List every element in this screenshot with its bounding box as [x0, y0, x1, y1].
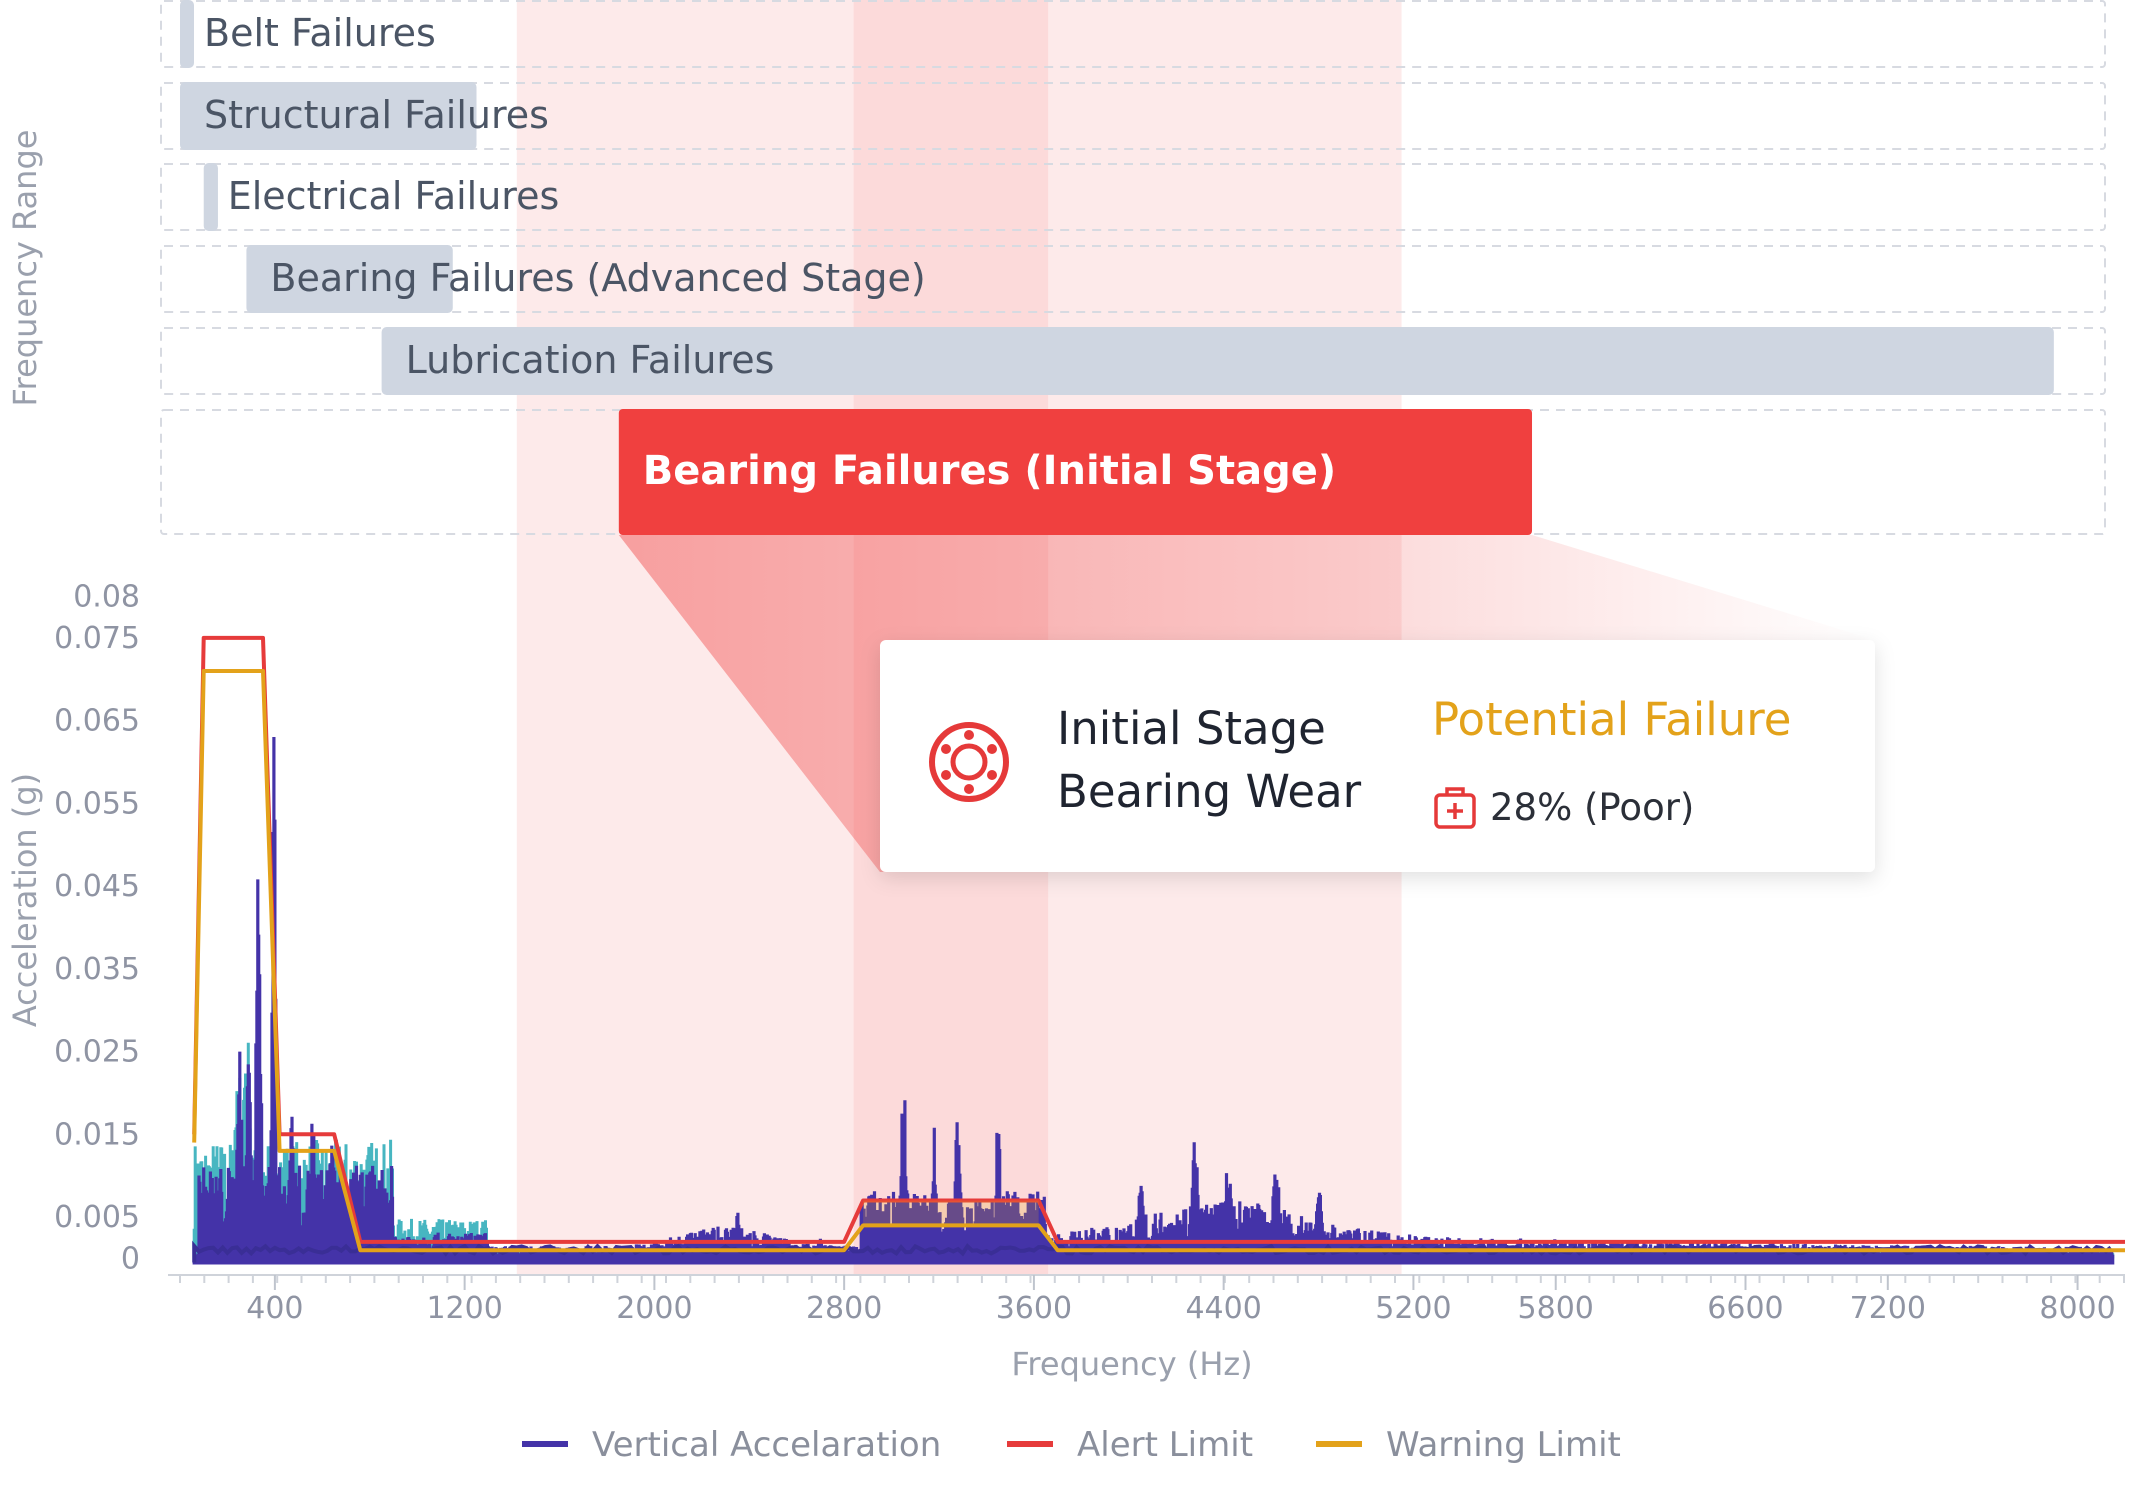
- x-tick-label: 2800: [806, 1291, 882, 1326]
- y-tick-label: 0.065: [54, 704, 140, 739]
- series-alert-limit: [192, 635, 2125, 1244]
- y-tick-label: 0.005: [54, 1200, 140, 1235]
- band-label: Structural Failures: [204, 93, 549, 137]
- y-tick-label: 0.015: [54, 1117, 140, 1152]
- x-tick-label: 6600: [1707, 1291, 1783, 1326]
- y-tick-label: 0.025: [54, 1035, 140, 1070]
- y-tick-label: 0.045: [54, 869, 140, 904]
- band-row-outline: [160, 82, 2106, 150]
- x-tick-label: 1200: [426, 1291, 502, 1326]
- annotation-status: Potential Failure: [1432, 693, 1792, 746]
- band-bar: [180, 82, 477, 150]
- annotation-card-background: [880, 640, 1875, 872]
- band-bar: [381, 327, 2054, 395]
- x-axis-title: Frequency (Hz): [1011, 1345, 1252, 1383]
- chart-legend: Vertical Accelaration Alert Limit Warning …: [522, 1425, 1621, 1465]
- legend-label: Warning Limit: [1386, 1425, 1621, 1465]
- legend-label: Alert Limit: [1077, 1425, 1253, 1465]
- y-tick-label: 0.035: [54, 952, 140, 987]
- annotation-title-line1: Initial Stage: [1057, 702, 1326, 755]
- bearing-icon: [929, 722, 1009, 802]
- band-bar: [246, 245, 453, 313]
- series-warning-limit: [192, 669, 2125, 1253]
- health-kit-icon: [1434, 787, 1476, 829]
- band-row-outline: [160, 0, 2106, 68]
- band-row-outline: [160, 163, 2106, 231]
- band-bar-highlight: [618, 409, 1533, 535]
- band-label: Bearing Failures (Initial Stage): [643, 448, 1336, 494]
- x-tick-label: 3600: [996, 1291, 1072, 1326]
- band-bar: [203, 163, 218, 231]
- band-label: Electrical Failures: [228, 174, 560, 218]
- limit-band-fill: [863, 1200, 1039, 1226]
- y-tick-label: 0.08: [73, 580, 140, 615]
- x-tick-label: 5200: [1375, 1291, 1451, 1326]
- y-tick-label: 0: [121, 1241, 140, 1276]
- annotation-title-line2: Bearing Wear: [1057, 765, 1362, 818]
- limit-lines: [192, 635, 2125, 1253]
- band-label: Lubrication Failures: [406, 338, 775, 382]
- x-tick-label: 400: [246, 1291, 303, 1326]
- x-tick-label: 5800: [1518, 1291, 1594, 1326]
- annotation-card[interactable]: Initial Stage Bearing Wear Potential Fai…: [880, 640, 1875, 872]
- band-row-outline: [160, 245, 2106, 313]
- plot-axes: 400 1200 2000 2800 3600 4400 5200 5800 6600 7200 8…: [54, 580, 2125, 1326]
- frequency-range-axis-label: Frequency Range: [6, 130, 44, 407]
- band-label: Bearing Failures (Advanced Stage): [270, 256, 925, 300]
- x-tick-label: 4400: [1185, 1291, 1261, 1326]
- legend-label: Vertical Accelaration: [592, 1425, 941, 1465]
- band-label: Belt Failures: [204, 11, 436, 55]
- y-axis-title: Acceleration (g): [6, 773, 44, 1027]
- annotation-health-score: 28% (Poor): [1490, 786, 1694, 829]
- y-tick-label: 0.075: [54, 621, 140, 656]
- x-tick-label: 2000: [616, 1291, 692, 1326]
- band-bar: [180, 0, 194, 68]
- x-tick-label: 8000: [2039, 1291, 2115, 1326]
- x-tick-label: 7200: [1850, 1291, 1926, 1326]
- y-tick-label: 0.055: [54, 786, 140, 821]
